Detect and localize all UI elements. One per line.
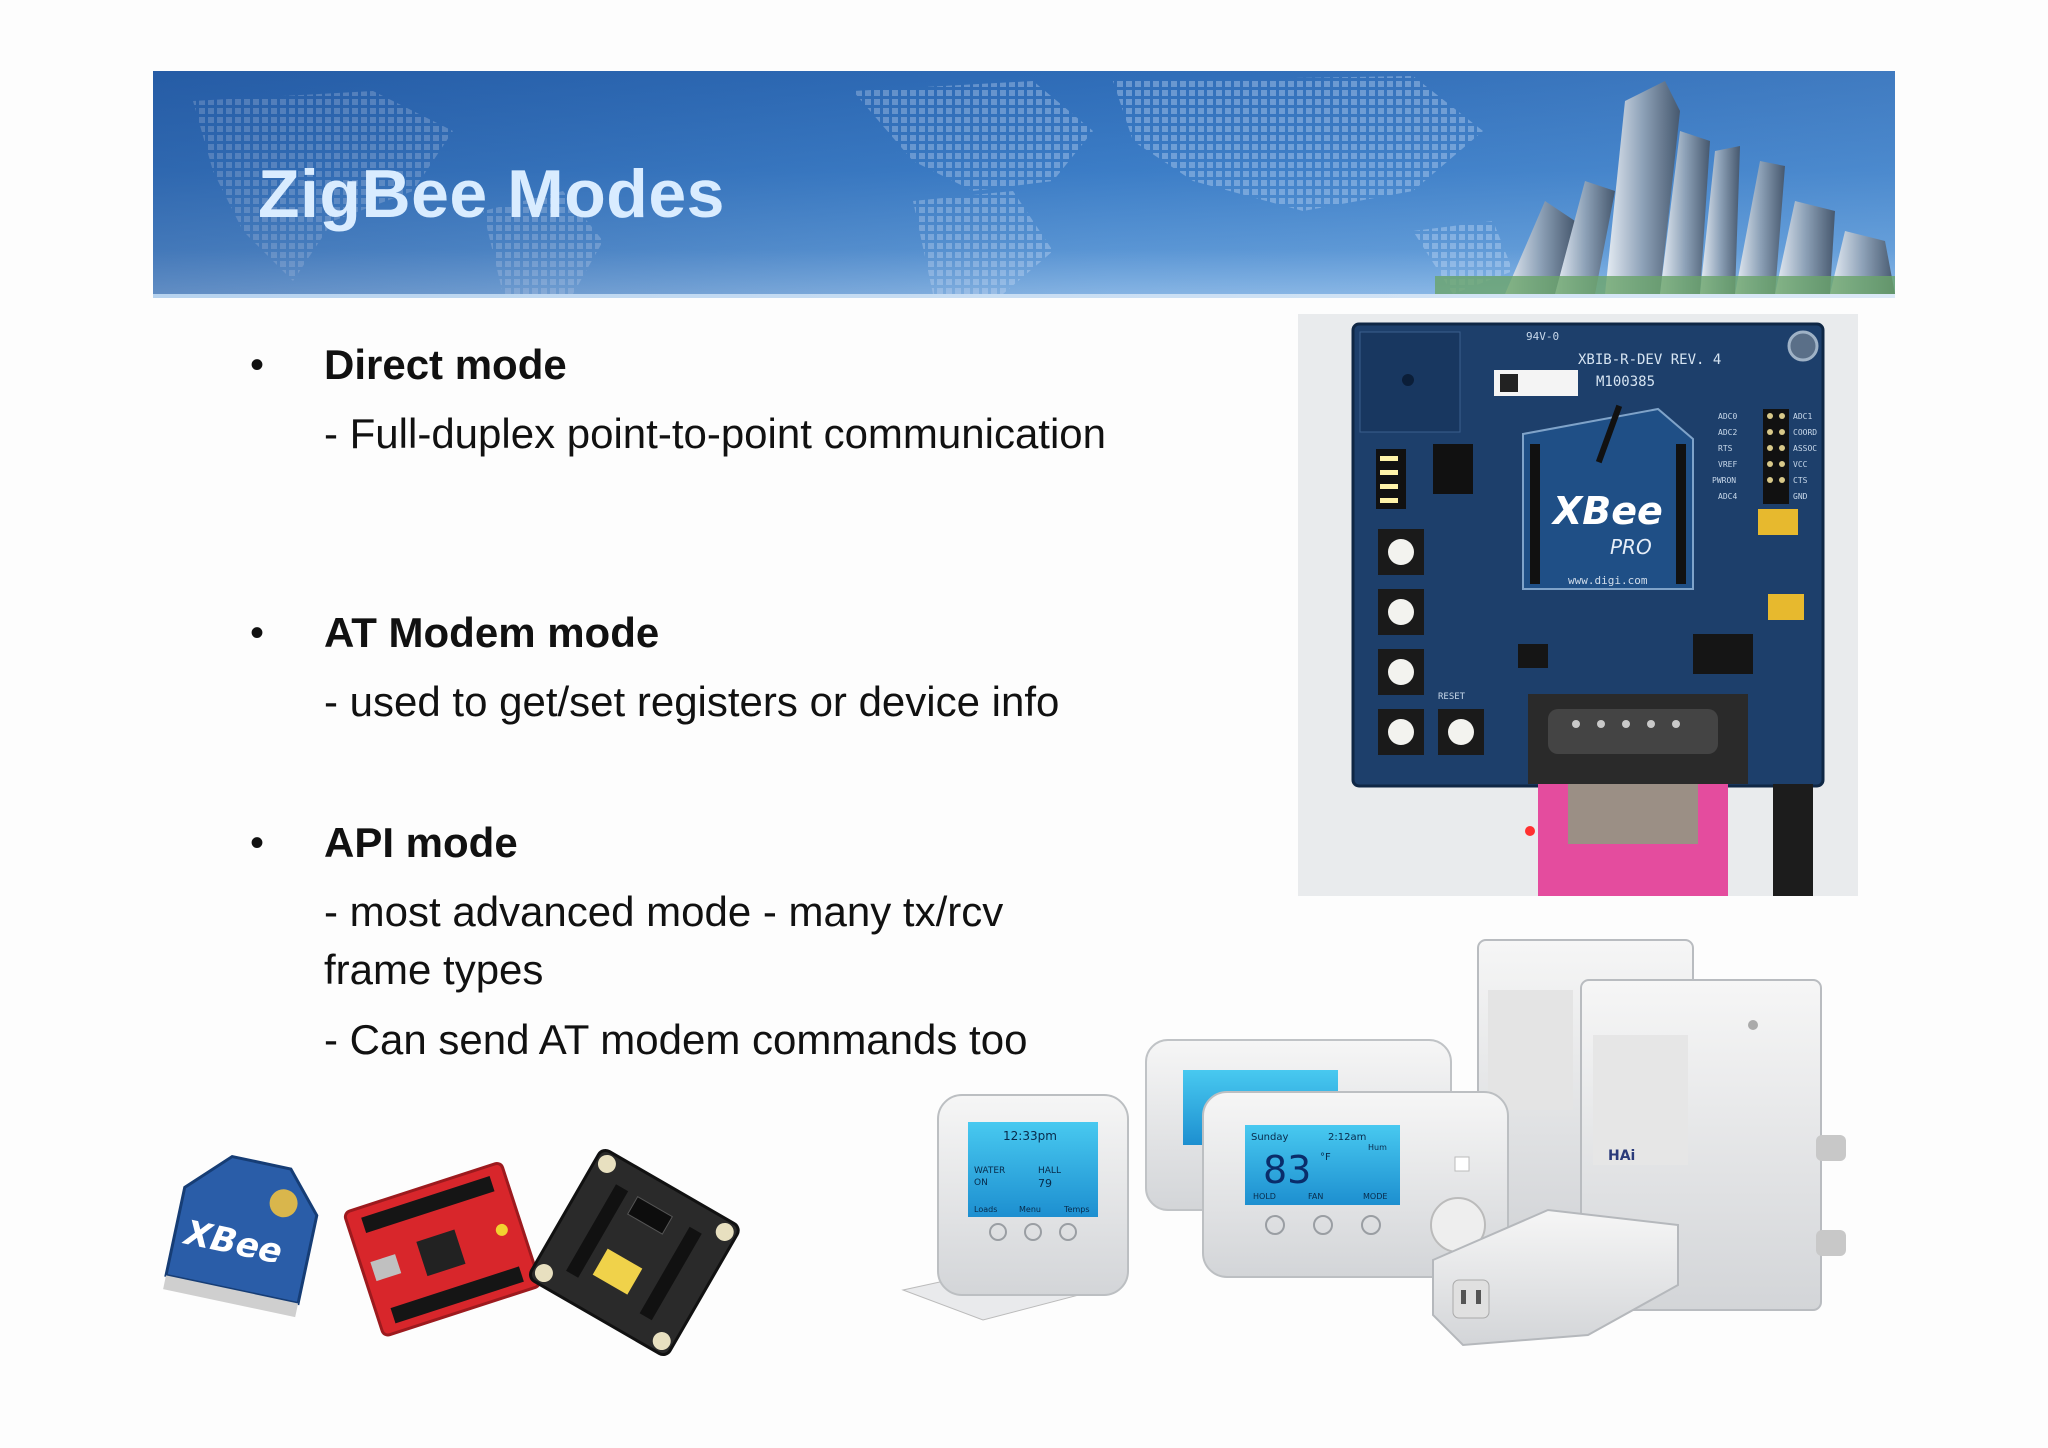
soft-key-label: Temps <box>1063 1205 1090 1214</box>
soft-key-label: MODE <box>1363 1192 1387 1201</box>
world-map-graphic <box>193 76 1513 294</box>
bullet-detail: - Full-duplex point-to-point communicati… <box>324 410 1107 457</box>
banner-divider <box>153 294 1895 298</box>
thermostat-unit: °F <box>1320 1152 1331 1163</box>
reset-label: RESET <box>1438 692 1466 702</box>
display-water-label: WATER <box>974 1166 1005 1176</box>
display-hall-temp: 79 <box>1038 1177 1052 1190</box>
svg-text:ADC0: ADC0 <box>1718 412 1737 421</box>
bullet-heading: API mode <box>324 819 518 866</box>
bullet-detail: - Can send AT modem commands too <box>324 1016 1028 1063</box>
display-water-state: ON <box>974 1178 988 1188</box>
board-label: M100385 <box>1596 374 1655 390</box>
board-label: www.digi.com <box>1568 574 1648 587</box>
slide-title: ZigBee Modes <box>258 156 725 232</box>
svg-text:ADC1: ADC1 <box>1793 412 1812 421</box>
thermostat-temp: 83 <box>1263 1148 1311 1192</box>
svg-text:ASSOC: ASSOC <box>1793 444 1817 453</box>
svg-text:COORD: COORD <box>1793 428 1817 437</box>
title-banner <box>153 71 1895 294</box>
soft-key-label: Menu <box>1019 1205 1041 1214</box>
display-time: 12:33pm <box>1003 1129 1057 1143</box>
svg-text:VREF: VREF <box>1718 460 1737 469</box>
city-skyline-graphic <box>1435 81 1895 294</box>
bullet-marker: • <box>250 343 265 387</box>
thermostat-time: 2:12am <box>1328 1132 1366 1143</box>
bullet-detail: - most advanced mode - many tx/rcv frame… <box>324 888 1004 993</box>
bullet-marker: • <box>250 611 265 655</box>
xbee-dev-board-photo: 94V-0 XBIB-R-DEV REV. 4 M100385 XBee PRO… <box>1298 314 1858 896</box>
bullet-heading: Direct mode <box>324 341 567 388</box>
xbee-modules-photo: XBee <box>155 1140 835 1360</box>
thermostat-day: Sunday <box>1251 1132 1288 1143</box>
brand-label: HAi <box>1608 1148 1635 1164</box>
bullet-detail: - used to get/set registers or device in… <box>324 678 1060 725</box>
bullet-heading: AT Modem mode <box>324 609 660 656</box>
home-automation-devices-photo: HAi 12:33pm WATER ON HALL 79 Loads Menu … <box>888 935 1888 1365</box>
svg-text:ADC4: ADC4 <box>1718 492 1737 501</box>
svg-text:PWRON: PWRON <box>1712 476 1736 485</box>
thermostat-humidity: Hum <box>1368 1143 1387 1152</box>
soft-key-label: Loads <box>974 1205 997 1214</box>
svg-text:GND: GND <box>1793 492 1808 501</box>
svg-text:CTS: CTS <box>1793 476 1808 485</box>
soft-key-label: HOLD <box>1253 1192 1276 1201</box>
display-hall-label: HALL <box>1038 1166 1061 1176</box>
xbee-pro-label: PRO <box>1610 535 1652 559</box>
board-label: XBIB-R-DEV REV. 4 <box>1578 352 1721 368</box>
soft-key-label: FAN <box>1308 1192 1323 1201</box>
xbee-logo: XBee <box>1551 489 1663 533</box>
svg-text:RTS: RTS <box>1718 444 1733 453</box>
board-label: 94V-0 <box>1526 330 1559 343</box>
svg-text:ADC2: ADC2 <box>1718 428 1737 437</box>
svg-text:VCC: VCC <box>1793 460 1808 469</box>
bullet-marker: • <box>250 821 265 865</box>
